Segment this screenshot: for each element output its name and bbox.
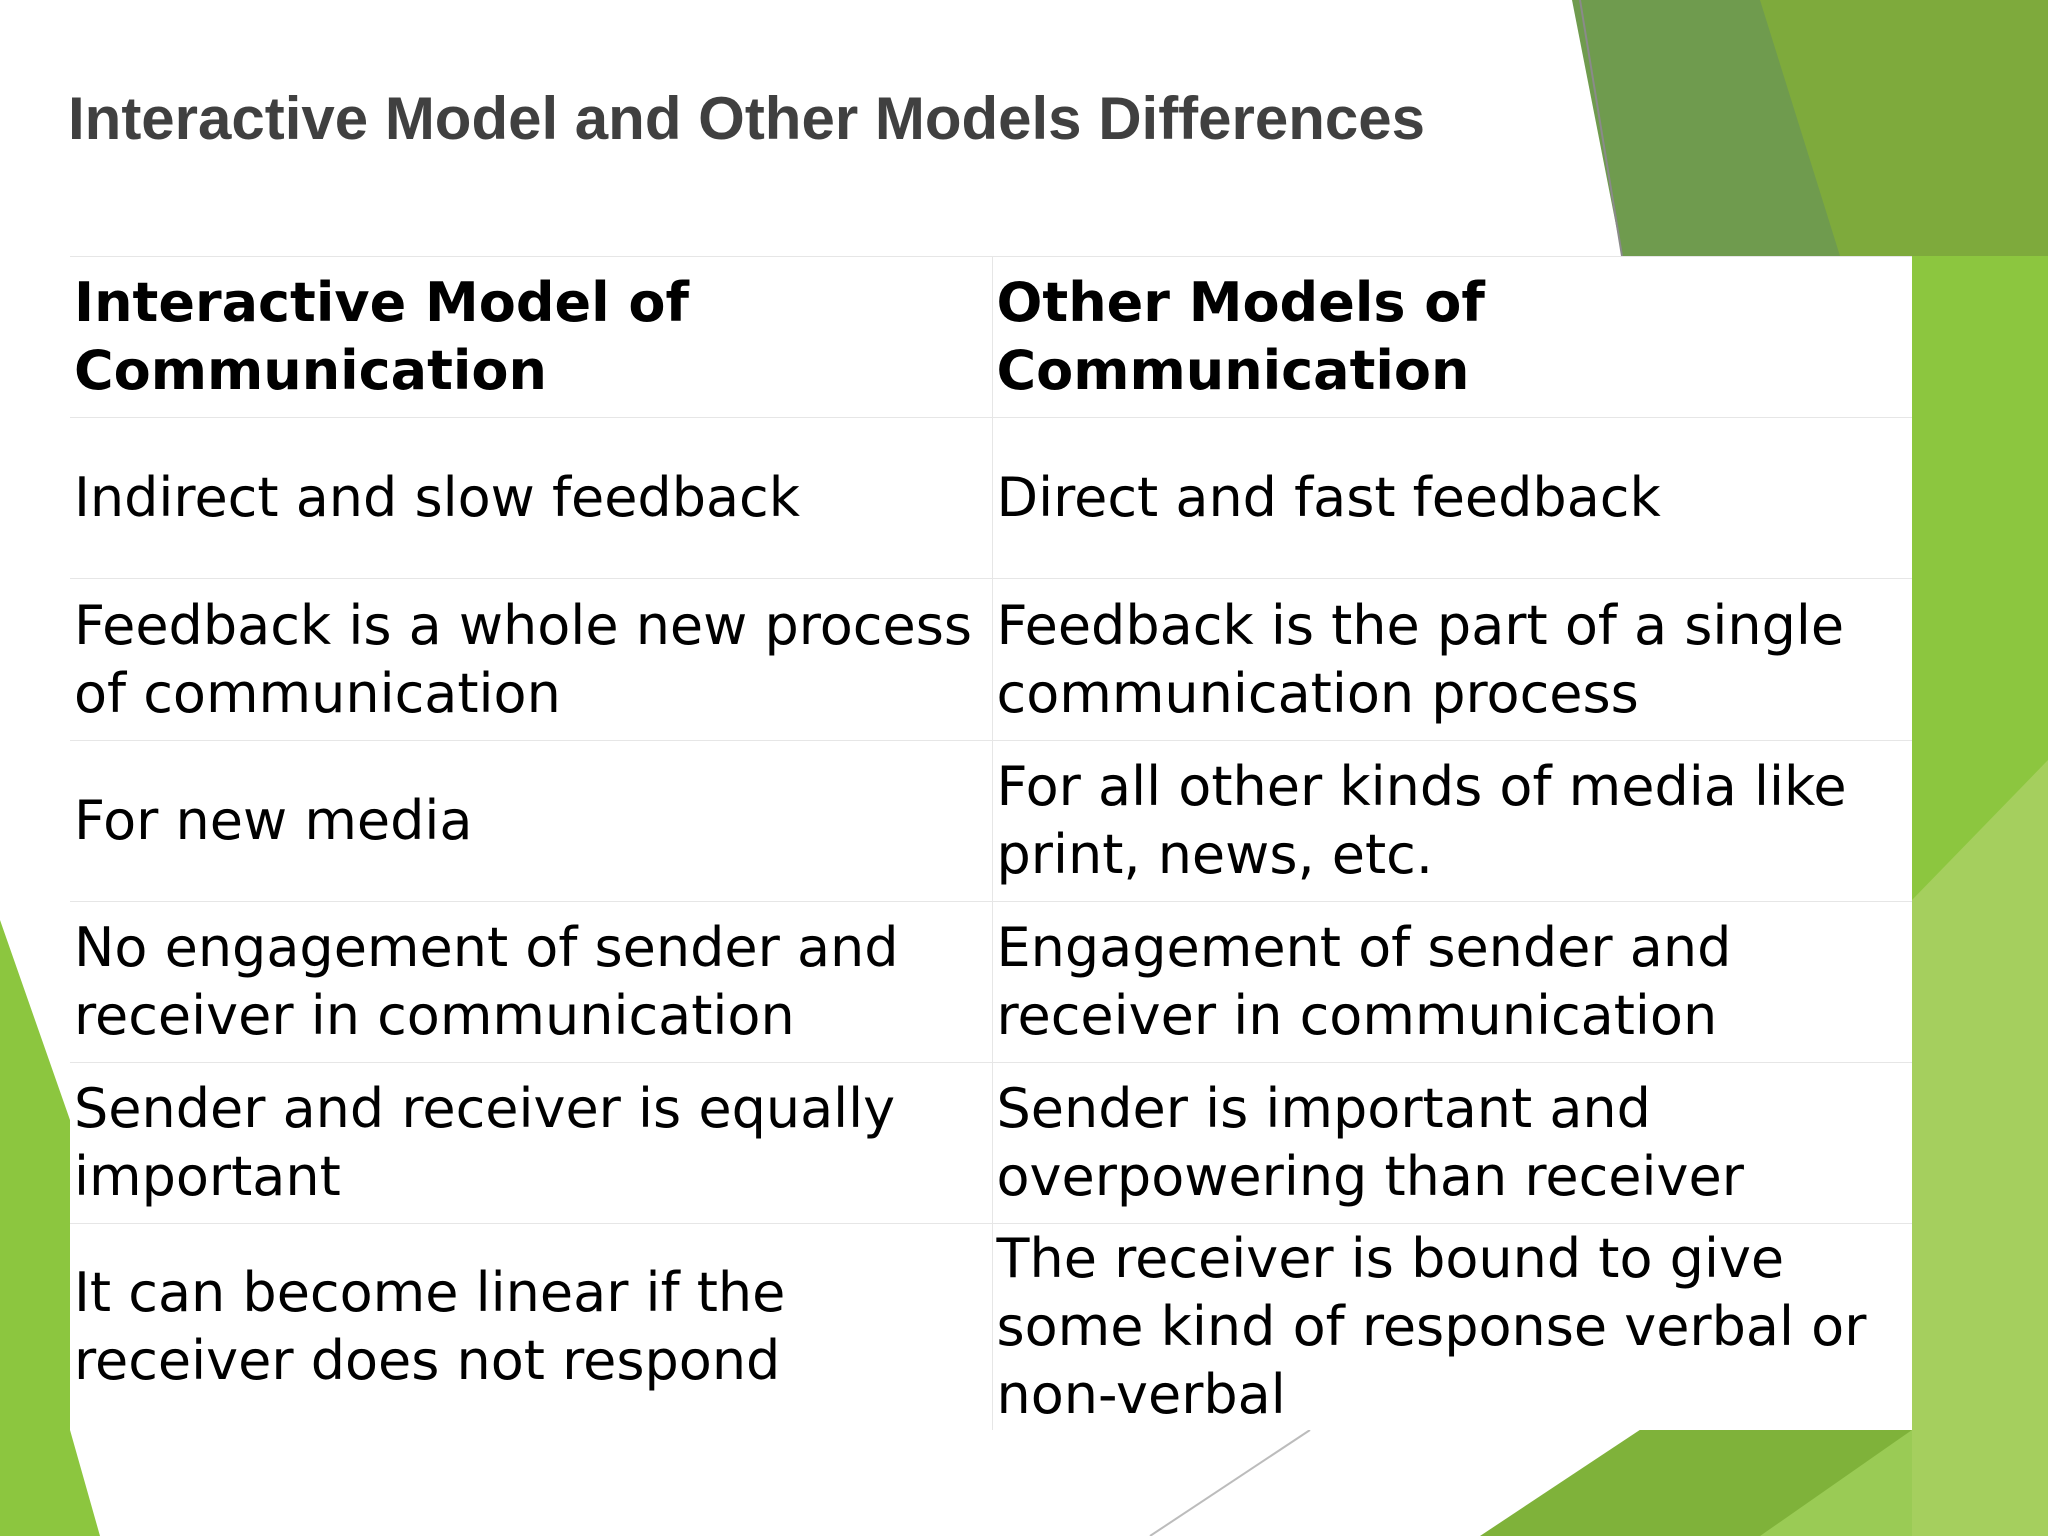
cell-interactive: No engagement of sender and receiver in … bbox=[70, 900, 993, 1064]
cell-other: Engagement of sender and receiver in com… bbox=[992, 900, 1912, 1064]
header-other-models: Other Models of Communication bbox=[992, 255, 1912, 419]
cell-interactive: Indirect and slow feedback bbox=[70, 417, 993, 580]
facet-mid-green bbox=[1760, 0, 2048, 256]
table-row: For new media For all other kinds of med… bbox=[70, 739, 1912, 902]
cell-other: For all other kinds of media like print,… bbox=[992, 739, 1912, 902]
table-row: It can become linear if the receiver doe… bbox=[70, 1223, 1912, 1430]
facet-dark-green bbox=[1572, 0, 1848, 256]
comparison-table-container: Interactive Model of Communication Other… bbox=[70, 255, 1912, 1430]
table-row: No engagement of sender and receiver in … bbox=[70, 900, 1912, 1064]
cell-other: Feedback is the part of a single communi… bbox=[992, 578, 1912, 741]
facet-thin-line-bottom bbox=[1149, 1429, 1311, 1536]
table-row: Indirect and slow feedback Direct and fa… bbox=[70, 417, 1912, 580]
cell-interactive: It can become linear if the receiver doe… bbox=[70, 1223, 993, 1430]
cell-interactive: For new media bbox=[70, 739, 993, 902]
facet-bottom-light bbox=[1760, 1430, 1912, 1536]
table-row: Feedback is a whole new process of commu… bbox=[70, 578, 1912, 741]
cell-other: The receiver is bound to give some kind … bbox=[992, 1223, 1912, 1430]
cell-other: Sender is important and overpowering tha… bbox=[992, 1062, 1912, 1225]
facet-left-green bbox=[0, 920, 100, 1536]
slide-title: Interactive Model and Other Models Diffe… bbox=[68, 85, 1426, 152]
cell-interactive: Sender and receiver is equally important bbox=[70, 1062, 993, 1225]
cell-other: Direct and fast feedback bbox=[992, 417, 1912, 580]
comparison-table: Interactive Model of Communication Other… bbox=[70, 255, 1912, 1430]
table-header-row: Interactive Model of Communication Other… bbox=[70, 255, 1912, 419]
facet-thin-line bbox=[1579, 0, 1623, 257]
table-row: Sender and receiver is equally important… bbox=[70, 1062, 1912, 1225]
header-interactive-model: Interactive Model of Communication bbox=[70, 255, 993, 419]
facet-light-green bbox=[1912, 760, 2048, 1536]
cell-interactive: Feedback is a whole new process of commu… bbox=[70, 578, 993, 741]
